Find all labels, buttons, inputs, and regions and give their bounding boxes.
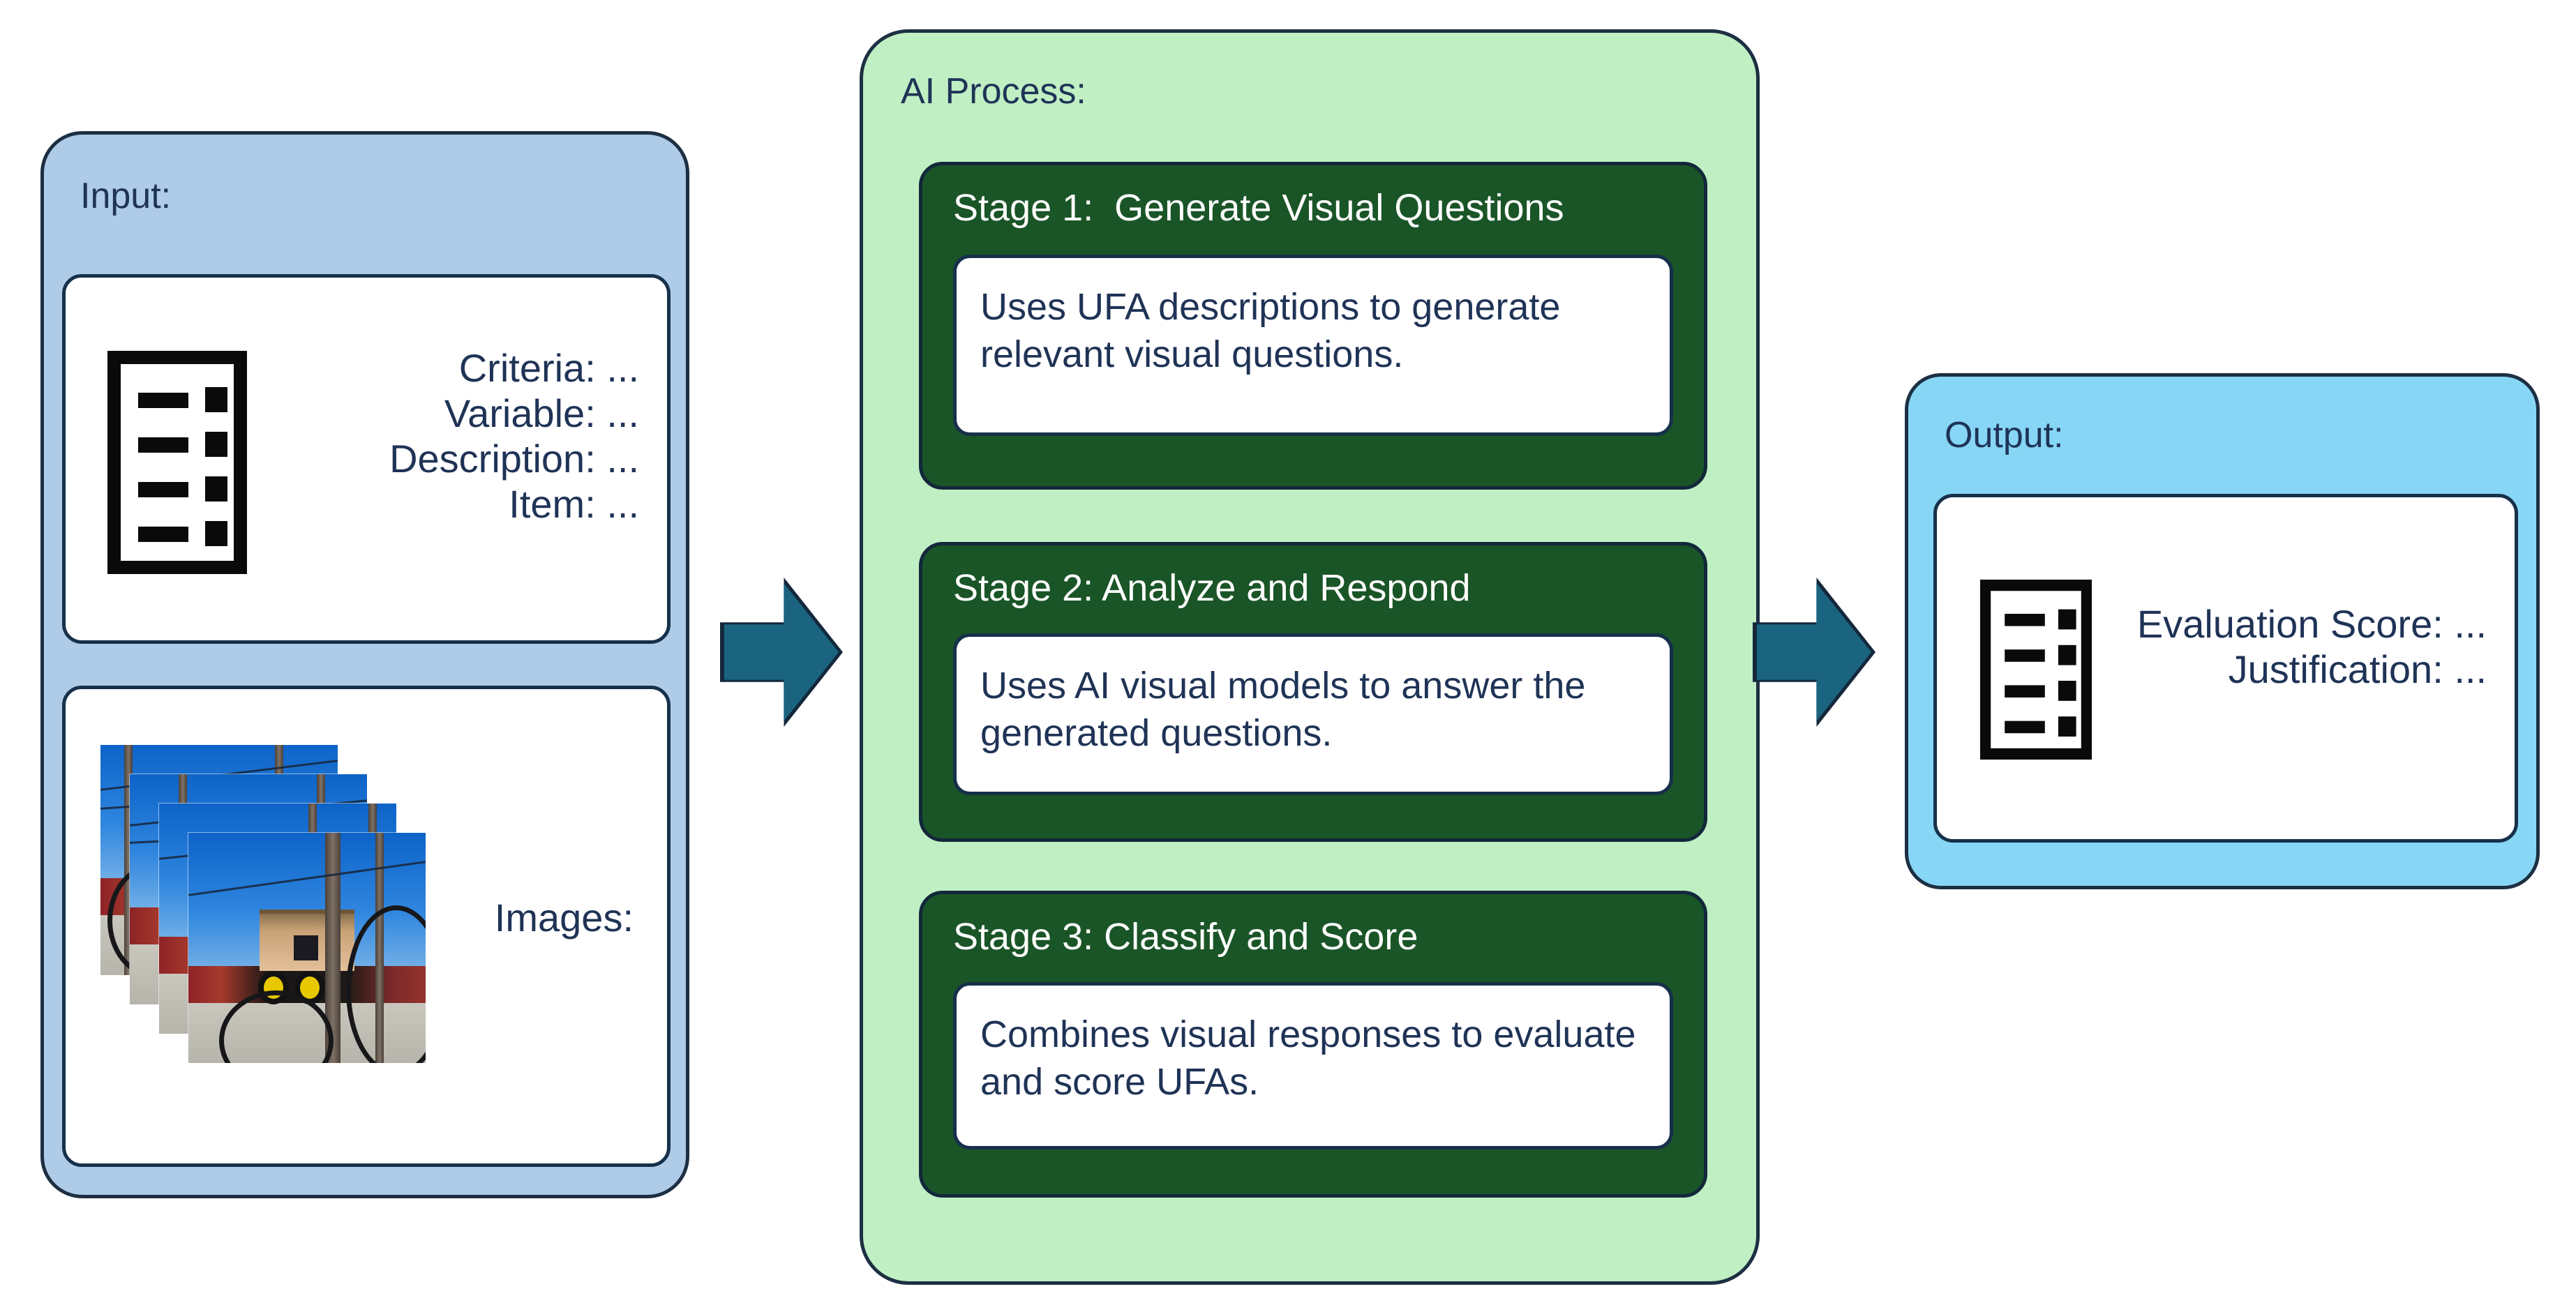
stage-2-title: Stage 2: Analyze and Respond: [953, 567, 1471, 609]
stage-1-body: Uses UFA descriptions to generate releva…: [953, 255, 1673, 436]
stage-3-card: Stage 3: Classify and Score Combines vis…: [919, 891, 1707, 1198]
output-field-list: Evaluation Score: ... Justification: ...: [2137, 602, 2487, 693]
stage-2-card: Stage 2: Analyze and Respond Uses AI vis…: [919, 542, 1707, 842]
input-panel: Input: Criteria: ... Variable: ... Descr…: [40, 131, 689, 1198]
output-field-justification: Justification: ...: [2228, 647, 2487, 691]
input-field-criteria: Criteria: ...: [458, 346, 639, 390]
document-list-icon: [107, 351, 247, 574]
input-criteria-card: Criteria: ... Variable: ... Description:…: [62, 274, 671, 644]
output-field-evaluation-score: Evaluation Score: ...: [2136, 602, 2487, 646]
ai-process-panel: AI Process: Stage 1: Generate Visual Que…: [860, 29, 1760, 1285]
input-field-item: Item: ...: [509, 481, 639, 526]
input-panel-label: Input:: [80, 176, 172, 216]
input-images-card: Images:: [62, 686, 671, 1167]
input-field-description: Description: ...: [389, 436, 639, 481]
image-thumbnail: [188, 833, 426, 1063]
images-label: Images:: [494, 896, 634, 940]
arrow-right-icon: [1757, 583, 1871, 721]
output-result-card: Evaluation Score: ... Justification: ...: [1933, 494, 2518, 843]
input-field-variable: Variable: ...: [444, 391, 639, 435]
stage-1-card: Stage 1: Generate Visual Questions Uses …: [919, 162, 1707, 490]
input-field-list: Criteria: ... Variable: ... Description:…: [389, 346, 639, 527]
stage-1-title: Stage 1: Generate Visual Questions: [953, 187, 1564, 229]
arrow-right-icon: [724, 583, 839, 721]
stage-3-title: Stage 3: Classify and Score: [953, 916, 1418, 958]
stage-3-body: Combines visual responses to evaluate an…: [953, 982, 1673, 1149]
image-stack: [100, 745, 435, 1094]
ai-process-panel-label: AI Process:: [901, 71, 1086, 112]
output-panel-label: Output:: [1945, 415, 2064, 455]
stage-2-body: Uses AI visual models to answer the gene…: [953, 633, 1673, 795]
document-list-icon: [1980, 580, 2092, 760]
output-panel: Output: Evaluation Score: ... Justificat…: [1905, 373, 2540, 889]
